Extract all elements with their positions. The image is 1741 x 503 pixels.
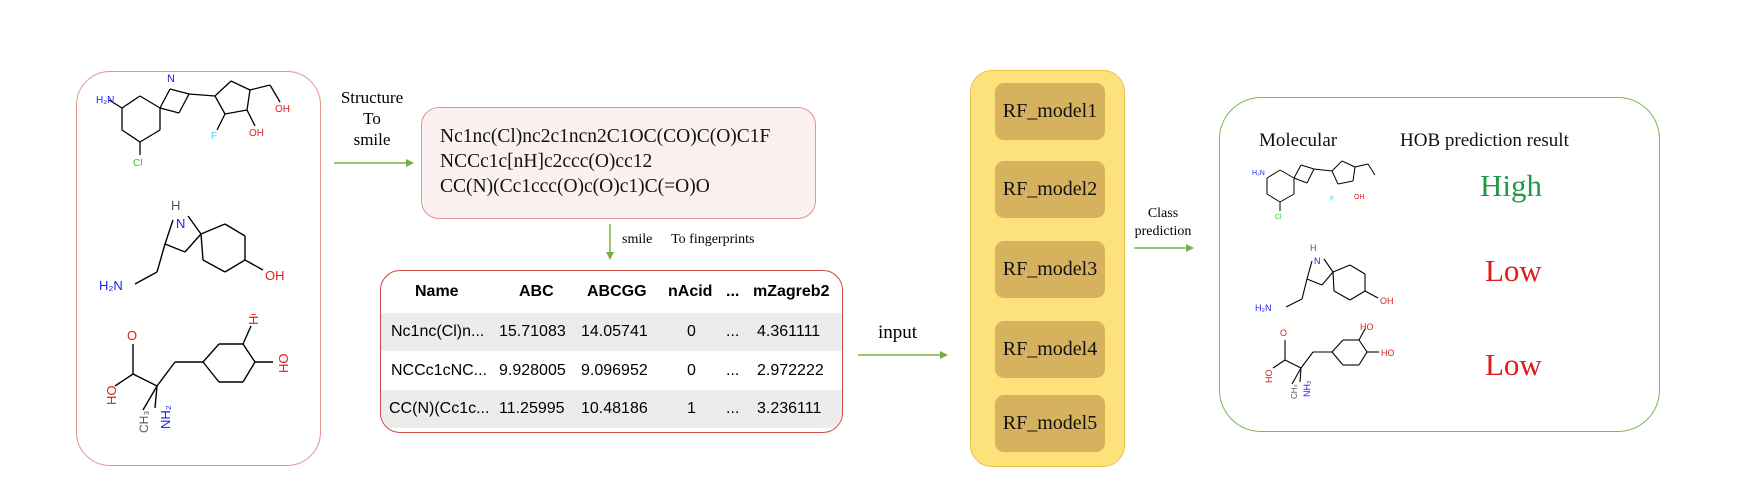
mol3-nh2-label: NH₂	[158, 405, 173, 429]
class-prediction-line2: prediction	[1134, 224, 1192, 239]
table-cell-nacid: 1	[687, 400, 696, 417]
fingerprint-table: Name ABC ABCGG nAcid ... mZagreb2 Nc1nc(…	[380, 270, 843, 433]
mol2-nh2-label: H₂N	[99, 278, 123, 293]
result-value-3: Low	[1485, 347, 1542, 382]
result-mol2-h: H	[1310, 243, 1317, 253]
class-prediction-line1: Class	[1147, 206, 1179, 221]
table-cell-mzagreb2: 4.361111	[757, 323, 821, 340]
smiles-line-1: Nc1nc(Cl)nc2c1ncn2C1OC(CO)C(O)C1F	[440, 126, 771, 147]
mol3-oh-label: HO	[104, 386, 119, 406]
table-cell-abc: 11.25995	[499, 400, 565, 417]
result-mol3-top-oh: HO	[1360, 322, 1374, 332]
structure-to-smile-arrow	[334, 159, 414, 167]
table-row: NCCc1cNC... 9.928005 9.096952 0 ... 2.97…	[381, 352, 842, 390]
input-molecules-panel: H₂N N Cl F OH OH H N H₂N OH	[76, 71, 321, 466]
table-cell-abcgg: 9.096952	[581, 362, 648, 379]
mol1-oh-label-2: OH	[275, 104, 290, 115]
smile-to-fingerprint-arrow	[606, 224, 614, 260]
mol2-n-label: N	[176, 216, 185, 231]
table-cell-ellipsis: ...	[726, 362, 740, 379]
column-header-molecular: Molecular	[1259, 130, 1338, 151]
result-molecule-1: H₂N Cl F OH	[1252, 160, 1376, 221]
mol3-top-oh-label: HO	[246, 314, 261, 325]
table-cell-name: NCCc1cNC...	[391, 362, 488, 379]
molecule-2-structure: H N H₂N OH	[99, 198, 285, 293]
result-mol3-ch3: CH₃	[1290, 384, 1299, 399]
table-cell-mzagreb2: 3.236111	[757, 400, 822, 417]
mol1-f-label: F	[211, 131, 217, 142]
table-cell-nacid: 0	[687, 362, 696, 379]
mol1-oh-label-1: OH	[249, 128, 264, 139]
structure-to-smile-line1: Structure	[340, 88, 404, 107]
column-header-hob-result: HOB prediction result	[1400, 130, 1569, 151]
input-arrow	[858, 351, 948, 359]
table-header-mzagreb2: mZagreb2	[753, 283, 830, 300]
mol1-nh2-label: H₂N	[96, 95, 114, 106]
table-header-abcgg: ABCGG	[587, 283, 647, 300]
table-header-nacid: nAcid	[668, 283, 713, 300]
table-cell-mzagreb2: 2.972222	[757, 362, 824, 379]
structure-to-smile-line2: To	[363, 109, 381, 128]
table-header-abc: ABC	[519, 283, 554, 300]
input-label: input	[878, 322, 918, 343]
result-mol1-cl: Cl	[1275, 214, 1282, 221]
structure-to-smile-line3: smile	[353, 130, 391, 149]
table-cell-abcgg: 14.05741	[581, 323, 648, 340]
result-mol1-oh: OH	[1354, 194, 1365, 201]
result-mol2-nh2: H₂N	[1255, 303, 1272, 313]
table-cell-abcgg: 10.48186	[581, 400, 648, 417]
table-cell-abc: 15.71083	[499, 323, 566, 340]
result-mol1-nh2: H₂N	[1252, 170, 1265, 177]
result-mol2-n: N	[1314, 256, 1321, 266]
rf-model-2: RF_model2	[995, 161, 1105, 218]
table-cell-ellipsis: ...	[726, 323, 740, 340]
structure-to-smile-label: Structure To smile	[332, 87, 412, 150]
rf-model-5: RF_model5	[995, 395, 1105, 452]
table-header-ellipsis: ...	[726, 283, 740, 300]
mol1-cl-label: Cl	[133, 158, 142, 169]
smile-to-fingerprint-part2: To fingerprints	[671, 232, 755, 247]
mol3-right-oh-label: HO	[276, 354, 291, 374]
mol2-oh-label: OH	[265, 268, 285, 283]
result-mol1-f: F	[1330, 196, 1334, 203]
table-cell-name: Nc1nc(Cl)n...	[391, 323, 485, 340]
smiles-box: Nc1nc(Cl)nc2c1ncn2C1OC(CO)C(O)C1F NCCc1c…	[421, 107, 816, 219]
rf-model-4: RF_model4	[995, 321, 1105, 378]
result-value-2: Low	[1485, 253, 1542, 288]
result-molecule-3: O HO NH₂ CH₃ HO HO	[1264, 322, 1395, 399]
rf-models-panel: RF_model1 RF_model2 RF_model3 RF_model4 …	[970, 70, 1125, 467]
mol3-ch3-label: CH₃	[137, 411, 151, 433]
smile-to-fingerprint-label: smile To fingerprints	[622, 232, 755, 248]
result-molecule-2: H N H₂N OH	[1255, 243, 1394, 313]
molecule-3-structure: O HO HO HO NH₂ CH₃	[104, 314, 291, 433]
table-header-name: Name	[415, 283, 459, 300]
table-cell-name: CC(N)(Cc1c...	[389, 400, 490, 417]
rf-model-3: RF_model3	[995, 241, 1105, 298]
result-mol3-o: O	[1280, 328, 1287, 338]
mol3-o-label: O	[127, 328, 137, 343]
table-row: Nc1nc(Cl)n... 15.71083 14.05741 0 ... 4.…	[381, 313, 842, 351]
prediction-result-panel	[1219, 97, 1660, 432]
table-cell-abc: 9.928005	[499, 362, 566, 379]
mol1-n-label: N	[167, 73, 175, 85]
smiles-line-3: CC(N)(Cc1ccc(O)c(O)c1)C(=O)O	[440, 176, 710, 197]
result-mol3-oh: HO	[1264, 370, 1274, 384]
result-value-1: High	[1480, 168, 1542, 203]
smiles-line-2: NCCc1c[nH]c2ccc(O)cc12	[440, 151, 653, 172]
table-row: CC(N)(Cc1c... 11.25995 10.48186 1 ... 3.…	[381, 390, 842, 428]
rf-model-1: RF_model1	[995, 83, 1105, 140]
result-mol2-oh: OH	[1380, 296, 1394, 306]
class-prediction-arrow	[1134, 244, 1194, 252]
mol2-h-label: H	[171, 198, 180, 213]
table-cell-nacid: 0	[687, 323, 696, 340]
molecule-1-structure: H₂N N Cl F OH OH	[96, 73, 290, 169]
smile-to-fingerprint-part1: smile	[622, 232, 653, 247]
result-mol3-right-oh: HO	[1381, 348, 1395, 358]
result-mol3-nh2: NH₂	[1302, 380, 1312, 397]
class-prediction-label: Class prediction	[1128, 205, 1198, 241]
table-cell-ellipsis: ...	[726, 400, 740, 417]
